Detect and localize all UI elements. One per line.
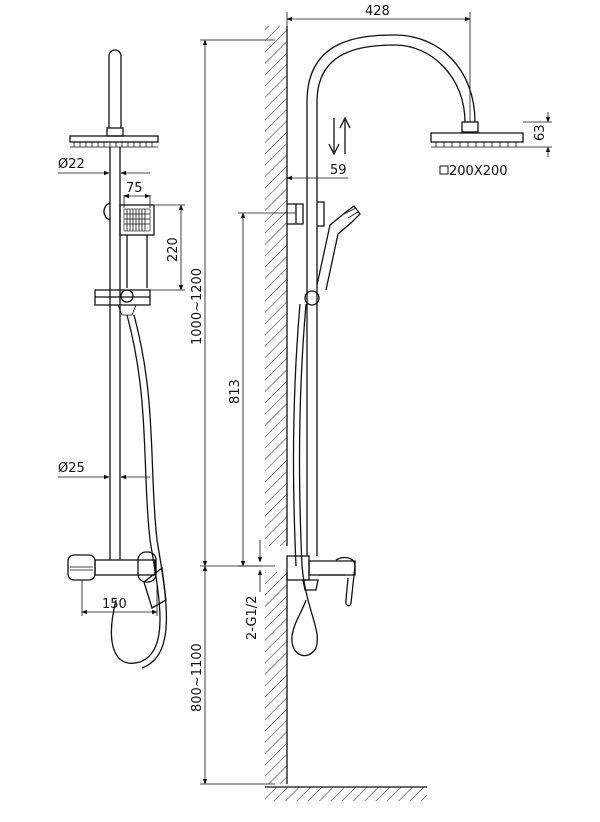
wall-bracket-front — [103, 202, 111, 221]
floor-hatch — [265, 787, 427, 801]
wall-offset-label: 59 — [330, 163, 347, 178]
riser-top — [108, 49, 122, 128]
height-dimensions: 1000~1200 800~1100 813 2-G1/2 — [190, 39, 296, 785]
hose-front — [110, 314, 161, 664]
mixer-left-cap — [67, 554, 96, 581]
riser-diameter-bottom-label: Ø25 — [58, 461, 85, 476]
side-view — [286, 34, 524, 657]
side-dimensions: 428 63 200X200 59 — [286, 4, 552, 181]
mixer-body-side — [308, 560, 356, 576]
square-symbol-icon — [439, 165, 449, 175]
arm-reach-label: 428 — [365, 4, 390, 19]
front-view — [67, 49, 168, 669]
riser-pipe-front — [109, 147, 121, 560]
mixer-wall-plate — [286, 555, 310, 581]
riser-height-label: 1000~1200 — [190, 268, 205, 345]
mixer-spacing-label: 150 — [102, 597, 127, 612]
hand-shower-side — [316, 205, 361, 291]
head-connector — [106, 127, 124, 137]
slide-clamp — [94, 289, 151, 306]
mixer-lever-side — [318, 556, 356, 607]
mixer-lever-front — [143, 566, 167, 609]
shower-head-front — [69, 135, 159, 143]
shower-arm-inner — [316, 44, 466, 200]
wall-hatch — [265, 26, 287, 546]
holder-height-label: 220 — [166, 237, 181, 262]
head-size-label: 200X200 — [449, 164, 508, 179]
mixer-body-front — [94, 559, 156, 576]
front-dimensions: Ø22 75 220 Ø25 150 — [58, 157, 185, 616]
shower-head-side — [430, 132, 524, 143]
hose-side — [291, 303, 318, 657]
holder-to-mixer-label: 813 — [228, 379, 243, 404]
hand-shower-holder — [119, 204, 155, 236]
inlet-thread-label: 2-G1/2 — [245, 596, 260, 640]
mixer-height-label: 800~1100 — [190, 643, 205, 712]
slide-clamp-side — [304, 290, 320, 306]
holder-width-label: 75 — [126, 181, 143, 196]
riser-pipe-side — [306, 200, 318, 556]
wall-and-floor — [265, 26, 427, 801]
wall-bracket-side — [287, 203, 304, 225]
hand-shower-body-front — [126, 235, 148, 288]
shower-arm-outer — [306, 34, 476, 200]
riser-diameter-top-label: Ø22 — [58, 157, 85, 172]
head-height-label: 63 — [533, 124, 548, 141]
flow-arrows-icon — [328, 116, 351, 156]
